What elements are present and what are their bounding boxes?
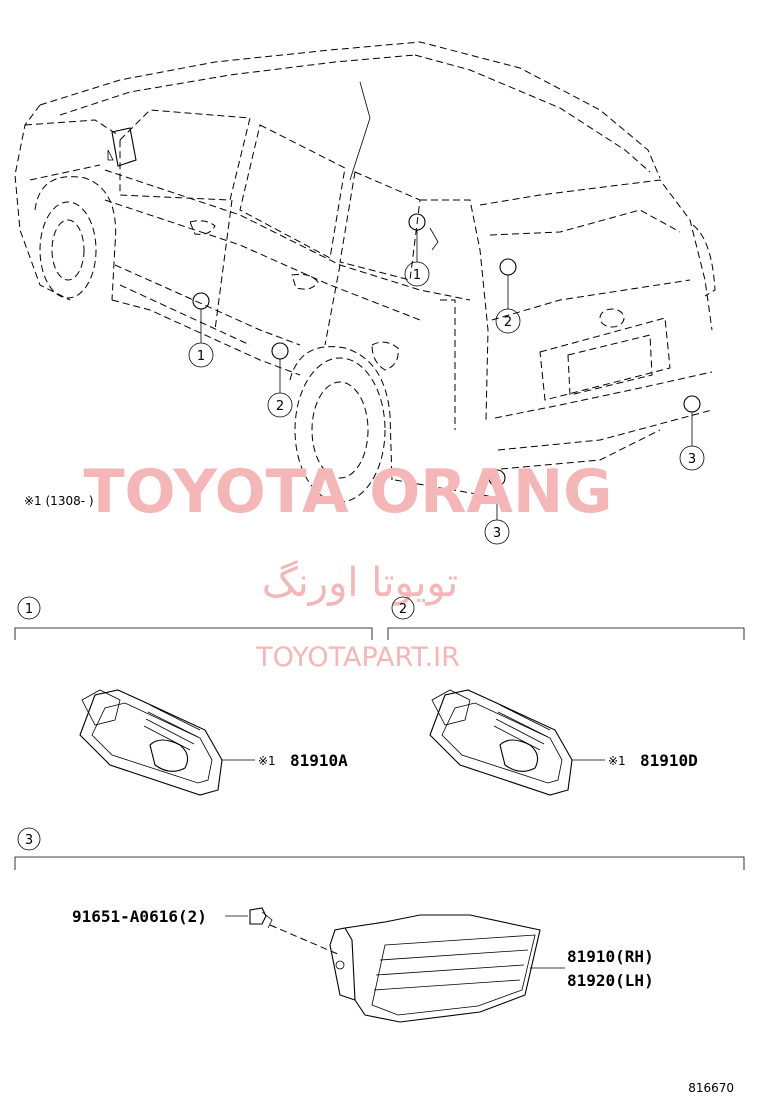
- part-ref-81910A: ※1: [258, 754, 276, 768]
- courtesy-lamp-81910A: [79, 689, 255, 796]
- watermark-site: TOYOTAPART.IR: [255, 642, 460, 673]
- vehicle-outline: [14, 41, 716, 503]
- svg-text:1: 1: [25, 602, 33, 617]
- diagram-id: 816670: [688, 1081, 734, 1095]
- reflector-lamp-81910: [329, 914, 565, 1023]
- applicability-note: ※1 (1308- ): [24, 494, 94, 508]
- callout-1-step: 1: [197, 349, 205, 364]
- part-ref-81910D: ※1: [608, 754, 626, 768]
- courtesy-lamp-81910D: [429, 689, 605, 796]
- screw-91651: [225, 907, 341, 956]
- callout-1-roof: 1: [413, 268, 421, 283]
- section-1-header: 1: [14, 596, 373, 640]
- part-number-81910-rh: 81910(RH): [567, 947, 654, 966]
- lamp-locations: [188, 213, 705, 545]
- vehicle-callout-numbers: 1 1 2 2 3 3: [197, 268, 696, 541]
- part-number-81910D: 81910D: [640, 751, 698, 770]
- part-number-91651: 91651-A0616(2): [72, 907, 207, 926]
- watermark-brand: TOYOTA ORANG: [84, 457, 613, 527]
- watermark-persian: تویوتا اورنگ: [262, 560, 458, 606]
- callout-2-rear: 2: [504, 315, 512, 330]
- callout-2-side: 2: [276, 399, 284, 414]
- svg-text:2: 2: [399, 602, 407, 617]
- callout-3-right: 3: [688, 452, 696, 467]
- section-3-header: 3: [14, 827, 745, 870]
- part-number-81910A: 81910A: [290, 751, 348, 770]
- section-2-header: 2: [387, 596, 745, 640]
- svg-text:3: 3: [25, 833, 33, 848]
- part-number-81920-lh: 81920(LH): [567, 971, 654, 990]
- callout-3-left: 3: [493, 526, 501, 541]
